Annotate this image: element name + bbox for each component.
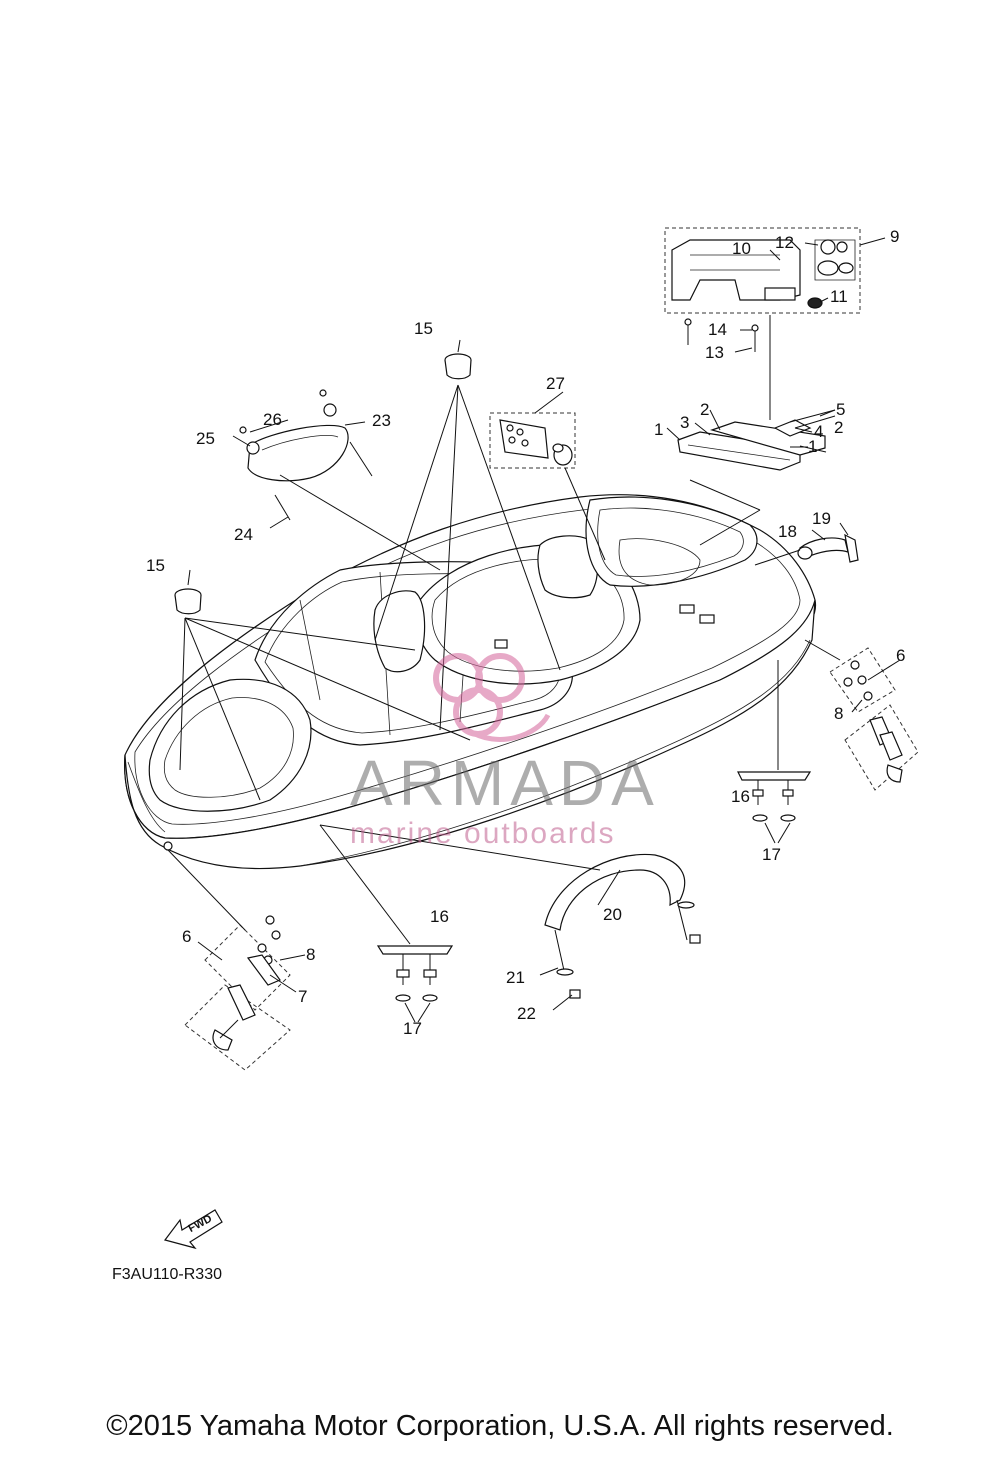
callout-10: 10	[732, 239, 751, 258]
callout-15-top: 15	[414, 319, 433, 338]
callout-labels: 1 1 2 2 3 4 5 6 6 7 8 8 9 10 11 12 13 14…	[146, 227, 905, 1038]
callout-15-left: 15	[146, 556, 165, 575]
tow-handle-20	[319, 824, 701, 999]
callout-17-left: 17	[403, 1019, 422, 1038]
callout-1b: 1	[808, 437, 817, 456]
cleat-16-left	[319, 824, 454, 1023]
callout-11: 11	[830, 287, 848, 306]
callout-2a: 2	[700, 400, 709, 419]
callout-2b: 2	[834, 418, 843, 437]
part-27-assembly	[489, 412, 606, 561]
part-18-19	[754, 533, 859, 566]
armada-logo-icon	[433, 653, 551, 742]
callout-18: 18	[778, 522, 797, 541]
callout-21: 21	[506, 968, 525, 987]
cleat-16-right	[737, 660, 812, 844]
cup-holders-15	[174, 353, 561, 801]
callout-22: 22	[517, 1004, 536, 1023]
copyright-footer: ©2015 Yamaha Motor Corporation, U.S.A. A…	[106, 1410, 894, 1442]
callout-14: 14	[708, 320, 727, 339]
callout-26: 26	[263, 410, 282, 429]
callout-8-left: 8	[306, 945, 315, 964]
callout-13: 13	[705, 343, 724, 362]
callout-12: 12	[775, 233, 794, 252]
callout-7: 7	[298, 987, 307, 1006]
callout-19: 19	[812, 509, 831, 528]
callout-24: 24	[234, 525, 253, 544]
part-9-assembly	[664, 227, 861, 420]
callout-20: 20	[603, 905, 622, 924]
callout-leader-lines	[187, 237, 901, 1011]
callout-25: 25	[196, 429, 215, 448]
callout-5: 5	[836, 400, 845, 419]
callout-17-right: 17	[762, 845, 781, 864]
callout-16-right: 16	[731, 787, 750, 806]
callout-6-right: 6	[896, 646, 905, 665]
diagram-code: F3AU110-R330	[112, 1266, 222, 1283]
armada-watermark: ARMADA marine outboards	[350, 653, 660, 850]
callout-27: 27	[546, 374, 565, 393]
grab-handle-23	[239, 389, 441, 571]
callout-9: 9	[890, 227, 899, 246]
callout-6-left: 6	[182, 927, 191, 946]
watermark-brand: ARMADA	[350, 747, 660, 819]
callout-3: 3	[680, 413, 689, 432]
bow-eye-assembly-6-left	[167, 849, 291, 1071]
callout-23: 23	[372, 411, 391, 430]
boat-hull	[124, 494, 817, 870]
callout-1a: 1	[654, 420, 663, 439]
callout-8-right: 8	[834, 704, 843, 723]
bow-eye-assembly-6-right	[804, 639, 919, 791]
callout-4: 4	[814, 422, 823, 441]
fwd-arrow-icon: FWD	[163, 1209, 223, 1250]
callout-16-left: 16	[430, 907, 449, 926]
watermark-tagline: marine outboards	[350, 817, 615, 850]
